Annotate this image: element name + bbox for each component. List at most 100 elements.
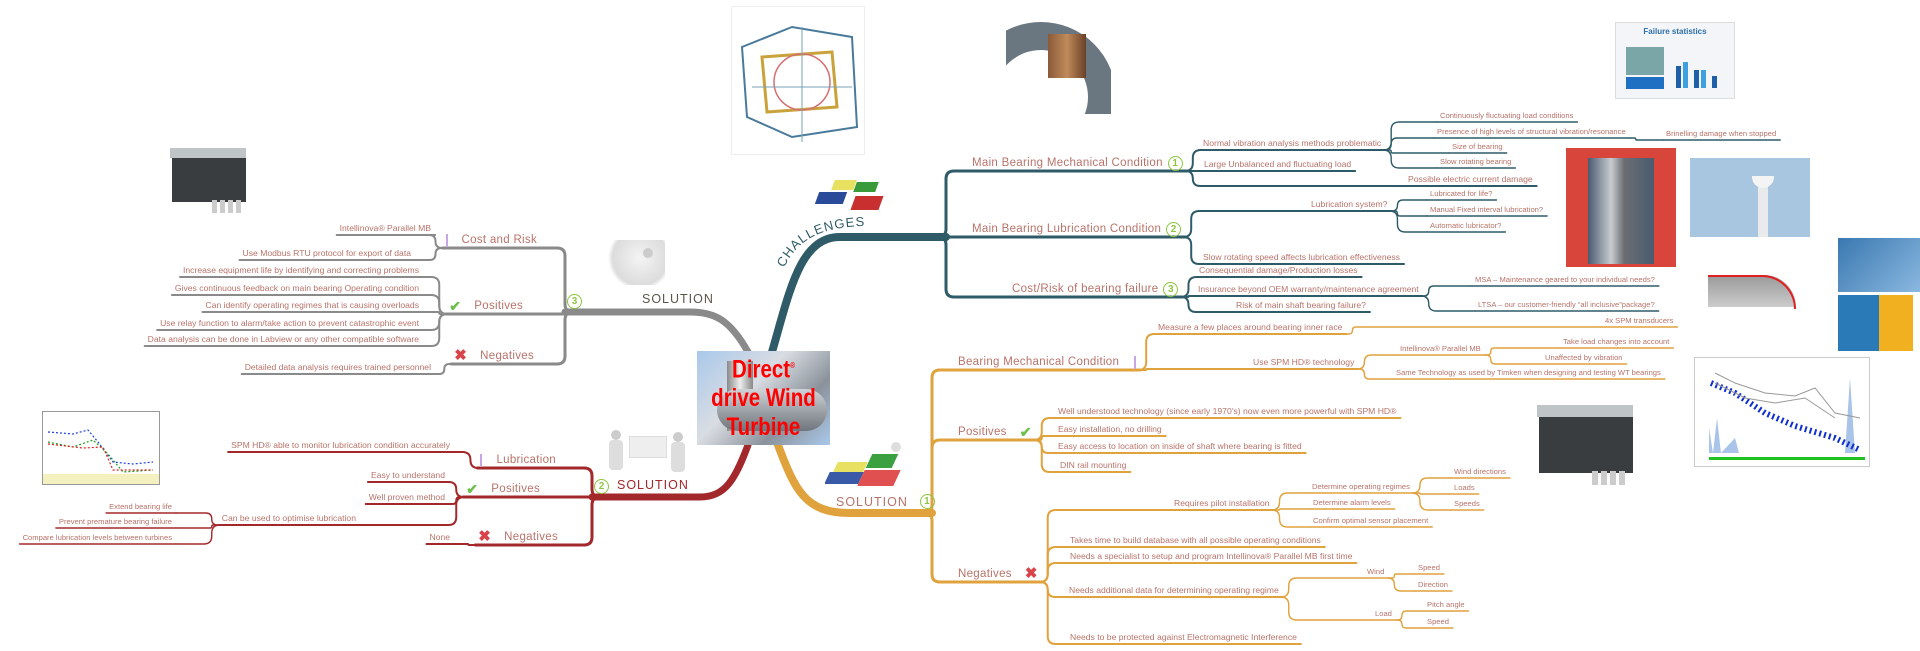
node-fluctuating-load[interactable]: Continuously fluctuating load conditions xyxy=(1440,111,1574,120)
node-sensor-placement[interactable]: Confirm optimal sensor placement xyxy=(1313,516,1429,525)
trend-scatter-chart-image[interactable] xyxy=(1694,357,1870,467)
node-loads[interactable]: Loads xyxy=(1454,483,1475,492)
solution3-label[interactable]: SOLUTION xyxy=(642,292,714,306)
node-positives[interactable]: Positives ✔ xyxy=(958,425,1032,439)
sensor-cables-photo[interactable] xyxy=(1838,238,1920,292)
sensor-mounted-photo[interactable] xyxy=(1838,295,1913,351)
node-slow-rotating-bearing[interactable]: Slow rotating bearing xyxy=(1440,157,1512,166)
lubrication-trend-chart-image[interactable] xyxy=(42,411,160,485)
center-topic[interactable]: Direct® drive Wind Turbine xyxy=(697,351,830,445)
node-consequential-damage[interactable]: Consequential damage/Production losses xyxy=(1199,265,1358,275)
node-speeds[interactable]: Speeds xyxy=(1454,499,1480,508)
solution2-figures-image[interactable] xyxy=(605,428,692,475)
node-normal-vibration[interactable]: Normal vibration analysis methods proble… xyxy=(1203,138,1382,148)
node-main-bearing-lubrication[interactable]: Main Bearing Lubrication Condition 2 xyxy=(972,221,1182,237)
node-pitch-angle[interactable]: Pitch angle xyxy=(1427,600,1465,609)
lubricated-bearing-photo[interactable] xyxy=(1566,148,1676,267)
node-positive-item[interactable]: Gives continuous feedback on main bearin… xyxy=(174,283,419,293)
node-bearing-mechanical-condition[interactable]: Bearing Mechanical Condition xyxy=(958,355,1137,369)
bearing-cutaway-image[interactable] xyxy=(1006,12,1111,114)
node-load-speed[interactable]: Speed xyxy=(1427,617,1449,626)
node-lubricated-for-life[interactable]: Lubricated for life? xyxy=(1430,189,1493,198)
node-spm-hd-lubrication[interactable]: SPM HD® able to monitor lubrication cond… xyxy=(231,440,450,450)
node-needs-specialist[interactable]: Needs a specialist to setup and program … xyxy=(1070,551,1353,561)
node-lubrication[interactable]: Lubrication xyxy=(480,453,556,467)
node-positive-item[interactable]: Easy installation, no drilling xyxy=(1058,424,1162,434)
node-main-bearing-mechanical[interactable]: Main Bearing Mechanical Condition 1 xyxy=(972,155,1183,171)
node-negative-item[interactable]: Detailed data analysis requires trained … xyxy=(244,362,431,372)
node-build-database[interactable]: Takes time to build database with all po… xyxy=(1070,535,1321,545)
node-electric-current[interactable]: Possible electric current damage xyxy=(1408,174,1533,184)
node-load-changes[interactable]: Take load changes into account xyxy=(1563,337,1670,346)
node-intellinova[interactable]: Intellinova® Parallel MB xyxy=(1400,344,1481,353)
solution1-puzzle-image[interactable] xyxy=(825,442,910,488)
node-positive-item[interactable]: Use relay function to alarm/take action … xyxy=(160,318,419,328)
node-load[interactable]: Load xyxy=(1375,609,1392,618)
node-measure-places[interactable]: Measure a few places around bearing inne… xyxy=(1158,322,1343,332)
node-large-unbalanced[interactable]: Large Unbalanced and fluctuating load xyxy=(1204,159,1352,169)
node-positive-item[interactable]: Well understood technology (since early … xyxy=(1058,406,1397,416)
solution2-label[interactable]: SOLUTION xyxy=(617,478,689,492)
node-positive-item[interactable]: DIN rail mounting xyxy=(1060,460,1127,470)
node-none[interactable]: None xyxy=(429,532,450,542)
intellinova-device-image[interactable] xyxy=(1537,405,1636,485)
node-structural-vibration[interactable]: Presence of high levels of structural vi… xyxy=(1437,127,1626,136)
node-pilot-installation[interactable]: Requires pilot installation xyxy=(1174,498,1270,508)
node-extend-bearing-life[interactable]: Extend bearing life xyxy=(109,502,172,511)
failure-statistics-slide[interactable]: Failure statistics xyxy=(1615,22,1735,99)
node-cost-risk-bearing-failure[interactable]: Cost/Risk of bearing failure 3 xyxy=(1012,281,1179,297)
node-ltsa[interactable]: LTSA – our customer-friendly “all inclus… xyxy=(1478,300,1655,309)
challenges-label[interactable]: CHALLENGES xyxy=(773,214,865,269)
node-intellinova[interactable]: Intellinova® Parallel MB xyxy=(339,223,431,233)
node-emi-protection[interactable]: Needs to be protected against Electromag… xyxy=(1070,632,1297,642)
node-well-proven[interactable]: Well proven method xyxy=(368,492,445,502)
node-cost-and-risk[interactable]: Cost and Risk xyxy=(445,233,537,247)
node-optimise-lubrication[interactable]: Can be used to optimise lubrication xyxy=(221,513,356,523)
node-positives[interactable]: ✔ Positives xyxy=(449,299,523,313)
node-modbus[interactable]: Use Modbus RTU protocol for export of da… xyxy=(242,248,411,258)
branch-connector xyxy=(422,313,448,331)
node-wind-direction[interactable]: Direction xyxy=(1418,580,1448,589)
node-insurance[interactable]: Insurance beyond OEM warranty/maintenanc… xyxy=(1198,284,1419,294)
node-easy-to-understand[interactable]: Easy to understand xyxy=(370,470,445,480)
node-unaffected-vibration[interactable]: Unaffected by vibration xyxy=(1545,353,1623,362)
node-operating-regimes[interactable]: Determine operating regimes xyxy=(1312,482,1410,491)
node-negatives[interactable]: ✖ Negatives xyxy=(454,348,534,363)
node-manual-lubrication[interactable]: Manual Fixed interval lubrication? xyxy=(1430,205,1544,214)
solution3-figure-image[interactable] xyxy=(603,240,665,285)
wind-turbine-photo[interactable] xyxy=(1690,158,1810,237)
node-wind[interactable]: Wind xyxy=(1367,567,1385,576)
node-automatic-lubricator[interactable]: Automatic lubricator? xyxy=(1430,221,1502,230)
figure-head xyxy=(891,442,901,452)
node-timken[interactable]: Same Technology as used by Timken when d… xyxy=(1396,368,1661,377)
node-positive-item[interactable]: Increase equipment life by identifying a… xyxy=(183,265,419,275)
node-lubrication-system[interactable]: Lubrication system? xyxy=(1311,199,1388,209)
node-positive-item[interactable]: Easy access to location on inside of sha… xyxy=(1058,441,1302,451)
node-brinelling[interactable]: Brinelling damage when stopped xyxy=(1666,129,1777,138)
node-wind-speed[interactable]: Speed xyxy=(1418,563,1440,572)
node-negatives[interactable]: Negatives ✖ xyxy=(958,566,1038,581)
node-size-of-bearing[interactable]: Size of bearing xyxy=(1452,142,1503,151)
node-4x-spm-transducers[interactable]: 4x SPM transducers xyxy=(1605,316,1674,325)
branch-connector xyxy=(1271,509,1311,528)
intellinova-device-image-left[interactable] xyxy=(170,148,248,213)
node-alarm-levels[interactable]: Determine alarm levels xyxy=(1313,498,1391,507)
turbine-diagram-image[interactable] xyxy=(1700,263,1807,318)
node-positive-item[interactable]: Data analysis can be done in Labview or … xyxy=(147,334,419,344)
node-msa[interactable]: MSA – Maintenance geared to your individ… xyxy=(1475,275,1655,284)
branch-connector xyxy=(525,310,568,316)
solution1-label[interactable]: SOLUTION 1 xyxy=(836,494,935,509)
node-risk-main-shaft[interactable]: Risk of main shaft bearing failure? xyxy=(1236,300,1366,310)
node-positive-item[interactable]: Can identify operating regimes that is c… xyxy=(205,300,419,310)
node-compare-lubrication[interactable]: Compare lubrication levels between turbi… xyxy=(22,533,172,542)
node-use-spm-hd[interactable]: Use SPM HD® technology xyxy=(1253,357,1355,367)
node-additional-data[interactable]: Needs additional data for determining op… xyxy=(1069,585,1279,595)
device-body xyxy=(1539,417,1633,473)
turbine-schematic-image[interactable] xyxy=(731,6,865,155)
node-prevent-failure[interactable]: Prevent premature bearing failure xyxy=(58,517,172,526)
challenges-puzzle-image[interactable] xyxy=(815,178,887,216)
node-negatives[interactable]: ✖ Negatives xyxy=(478,529,558,544)
node-wind-directions[interactable]: Wind directions xyxy=(1454,467,1506,476)
node-slow-rotating-speed[interactable]: Slow rotating speed affects lubrication … xyxy=(1203,252,1400,262)
node-positives[interactable]: ✔ Positives xyxy=(466,482,540,496)
